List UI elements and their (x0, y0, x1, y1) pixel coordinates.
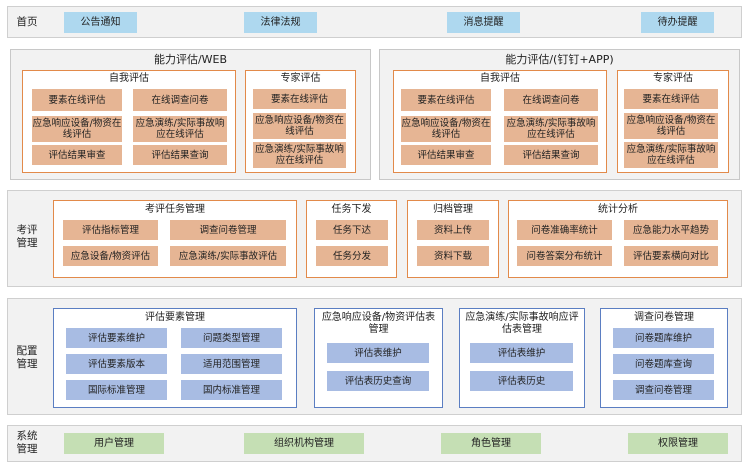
system-label: 系统管理 (16, 430, 38, 455)
assessment-indicator-mgmt[interactable]: 评估指标管理 (63, 220, 158, 240)
assessment-label: 考评管理 (16, 224, 38, 249)
app-self-result-review[interactable]: 评估结果审查 (401, 145, 491, 165)
config-drill-title: 应急演练/实际事故响应评估表管理 (465, 312, 579, 335)
app-self-element-online[interactable]: 要素在线评估 (401, 89, 491, 111)
web-expert-element-online[interactable]: 要素在线评估 (253, 89, 346, 109)
config-question-bank-query[interactable]: 问卷题库查询 (613, 354, 714, 374)
config-question-type-mgmt[interactable]: 问题类型管理 (181, 328, 282, 348)
home-item-message[interactable]: 消息提醒 (447, 12, 520, 33)
home-item-law[interactable]: 法律法规 (244, 12, 317, 33)
app-self-eval-title: 自我评估 (480, 73, 520, 84)
assessment-element-comparison[interactable]: 评估要素横向对比 (624, 246, 718, 266)
home-item-todo[interactable]: 待办提醒 (641, 12, 714, 33)
config-question-bank-maintain[interactable]: 问卷题库维护 (613, 328, 714, 348)
assessment-capability-trend[interactable]: 应急能力水平趋势 (624, 220, 718, 240)
web-self-equipment-online[interactable]: 应急响应设备/物资在线评估 (32, 116, 122, 142)
assessment-task-distribute[interactable]: 任务分发 (316, 246, 388, 266)
system-permission-mgmt[interactable]: 权限管理 (628, 433, 728, 454)
assessment-answer-distribution[interactable]: 问卷答案分布统计 (517, 246, 612, 266)
web-expert-eval-title: 专家评估 (280, 73, 321, 84)
home-item-notice[interactable]: 公告通知 (64, 12, 137, 33)
system-org-mgmt[interactable]: 组织机构管理 (244, 433, 364, 454)
assessment-drill-eval[interactable]: 应急演练/实际事故评估 (170, 246, 286, 266)
assessment-equipment-eval[interactable]: 应急设备/物资评估 (63, 246, 158, 266)
config-survey-mgmt[interactable]: 调查问卷管理 (613, 380, 714, 400)
assessment-accuracy-stats[interactable]: 问卷准确率统计 (517, 220, 612, 240)
config-equipment-form-maintain[interactable]: 评估表维护 (327, 343, 429, 363)
assessment-dispatch-title: 任务下发 (331, 204, 372, 215)
assessment-stats-title: 统计分析 (598, 204, 638, 215)
config-element-version[interactable]: 评估要素版本 (66, 354, 167, 374)
app-self-equipment-online[interactable]: 应急响应设备/物资在线评估 (401, 116, 491, 142)
assessment-archive-title: 归档管理 (433, 204, 473, 215)
app-expert-element-online[interactable]: 要素在线评估 (624, 89, 718, 109)
app-expert-eval-title: 专家评估 (653, 73, 693, 84)
config-equipment-form-history[interactable]: 评估表历史查询 (327, 371, 429, 391)
config-element-maintain[interactable]: 评估要素维护 (66, 328, 167, 348)
web-self-eval-title: 自我评估 (109, 73, 149, 84)
capability-app-title: 能力评估/(钉钉+APP) (505, 53, 614, 66)
config-elements-title: 评估要素管理 (145, 312, 205, 323)
config-intl-standard[interactable]: 国际标准管理 (66, 380, 167, 400)
assessment-file-download[interactable]: 资料下载 (417, 246, 489, 266)
web-self-drill-online[interactable]: 应急演练/实际事故响应在线评估 (133, 116, 227, 142)
app-self-drill-online[interactable]: 应急演练/实际事故响应在线评估 (504, 116, 598, 142)
config-label: 配置管理 (16, 345, 38, 370)
web-expert-equipment-online[interactable]: 应急响应设备/物资在线评估 (253, 113, 346, 139)
assessment-file-upload[interactable]: 资料上传 (417, 220, 489, 240)
assessment-task-title: 考评任务管理 (145, 204, 205, 215)
web-self-survey-online[interactable]: 在线调查问卷 (133, 89, 227, 111)
web-self-result-query[interactable]: 评估结果查询 (133, 145, 227, 165)
config-equipment-title: 应急响应设备/物资评估表管理 (321, 312, 436, 335)
web-self-element-online[interactable]: 要素在线评估 (32, 89, 122, 111)
config-domestic-standard[interactable]: 国内标准管理 (181, 380, 282, 400)
config-drill-form-history[interactable]: 评估表历史 (470, 371, 573, 391)
web-self-result-review[interactable]: 评估结果审查 (32, 145, 122, 165)
app-expert-equipment-online[interactable]: 应急响应设备/物资在线评估 (624, 113, 718, 139)
app-self-result-query[interactable]: 评估结果查询 (504, 145, 598, 165)
capability-web-title: 能力评估/WEB (153, 53, 228, 66)
app-expert-drill-online[interactable]: 应急演练/实际事故响应在线评估 (624, 142, 718, 168)
assessment-survey-mgmt[interactable]: 调查问卷管理 (170, 220, 286, 240)
config-survey-title: 调查问卷管理 (634, 312, 694, 323)
config-scope-mgmt[interactable]: 适用范围管理 (181, 354, 282, 374)
web-expert-drill-online[interactable]: 应急演练/实际事故响应在线评估 (253, 142, 346, 168)
home-label: 首页 (16, 16, 38, 28)
system-role-mgmt[interactable]: 角色管理 (441, 433, 541, 454)
system-user-mgmt[interactable]: 用户管理 (64, 433, 164, 454)
config-drill-form-maintain[interactable]: 评估表维护 (470, 343, 573, 363)
assessment-task-issue[interactable]: 任务下达 (316, 220, 388, 240)
app-self-survey-online[interactable]: 在线调查问卷 (504, 89, 598, 111)
